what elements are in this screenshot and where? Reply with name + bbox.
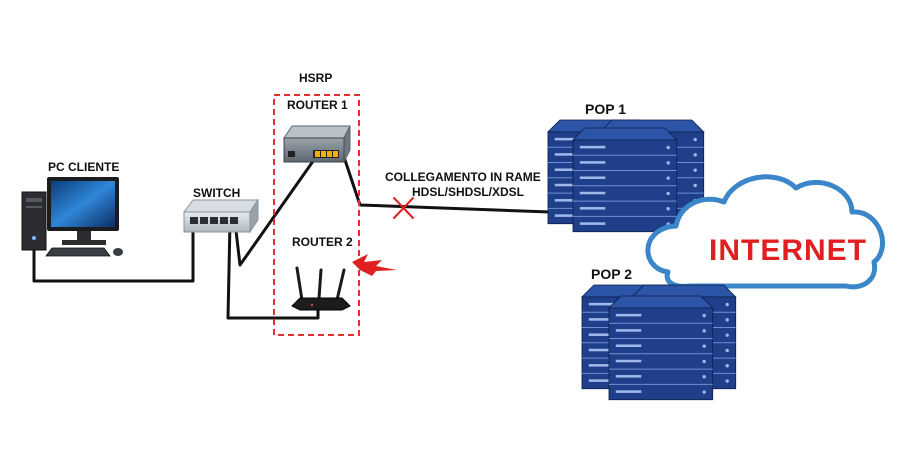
switch-label: SWITCH [193,186,241,200]
lightning-bolt-icon [352,254,397,276]
internet-label: INTERNET [709,234,867,267]
link-type-label-line1: COLLEGAMENTO IN RAME [385,170,541,184]
router-icon [283,125,351,163]
router1-label: ROUTER 1 [287,98,348,112]
wifi-router-icon [291,266,351,311]
hsrp-label: HSRP [299,71,333,85]
pop1-label: POP 1 [585,101,626,117]
link-type-label-line2: HDSL/SHDSL/XDSL [412,185,525,199]
link-pc-switch [32,222,195,283]
hsrp-group-box [273,94,360,336]
x-mark-icon [393,197,414,219]
cloud-icon [645,174,885,290]
link-switch-router1 [233,156,318,267]
router2-label: ROUTER 2 [292,235,353,249]
pc-label: PC CLIENTE [48,160,120,174]
pop2-label: POP 2 [591,266,632,282]
pop2-server-rack-icon [581,284,737,401]
desktop-computer-icon [21,177,123,257]
network-switch-icon [183,198,259,234]
link-switch-router2 [226,221,320,320]
